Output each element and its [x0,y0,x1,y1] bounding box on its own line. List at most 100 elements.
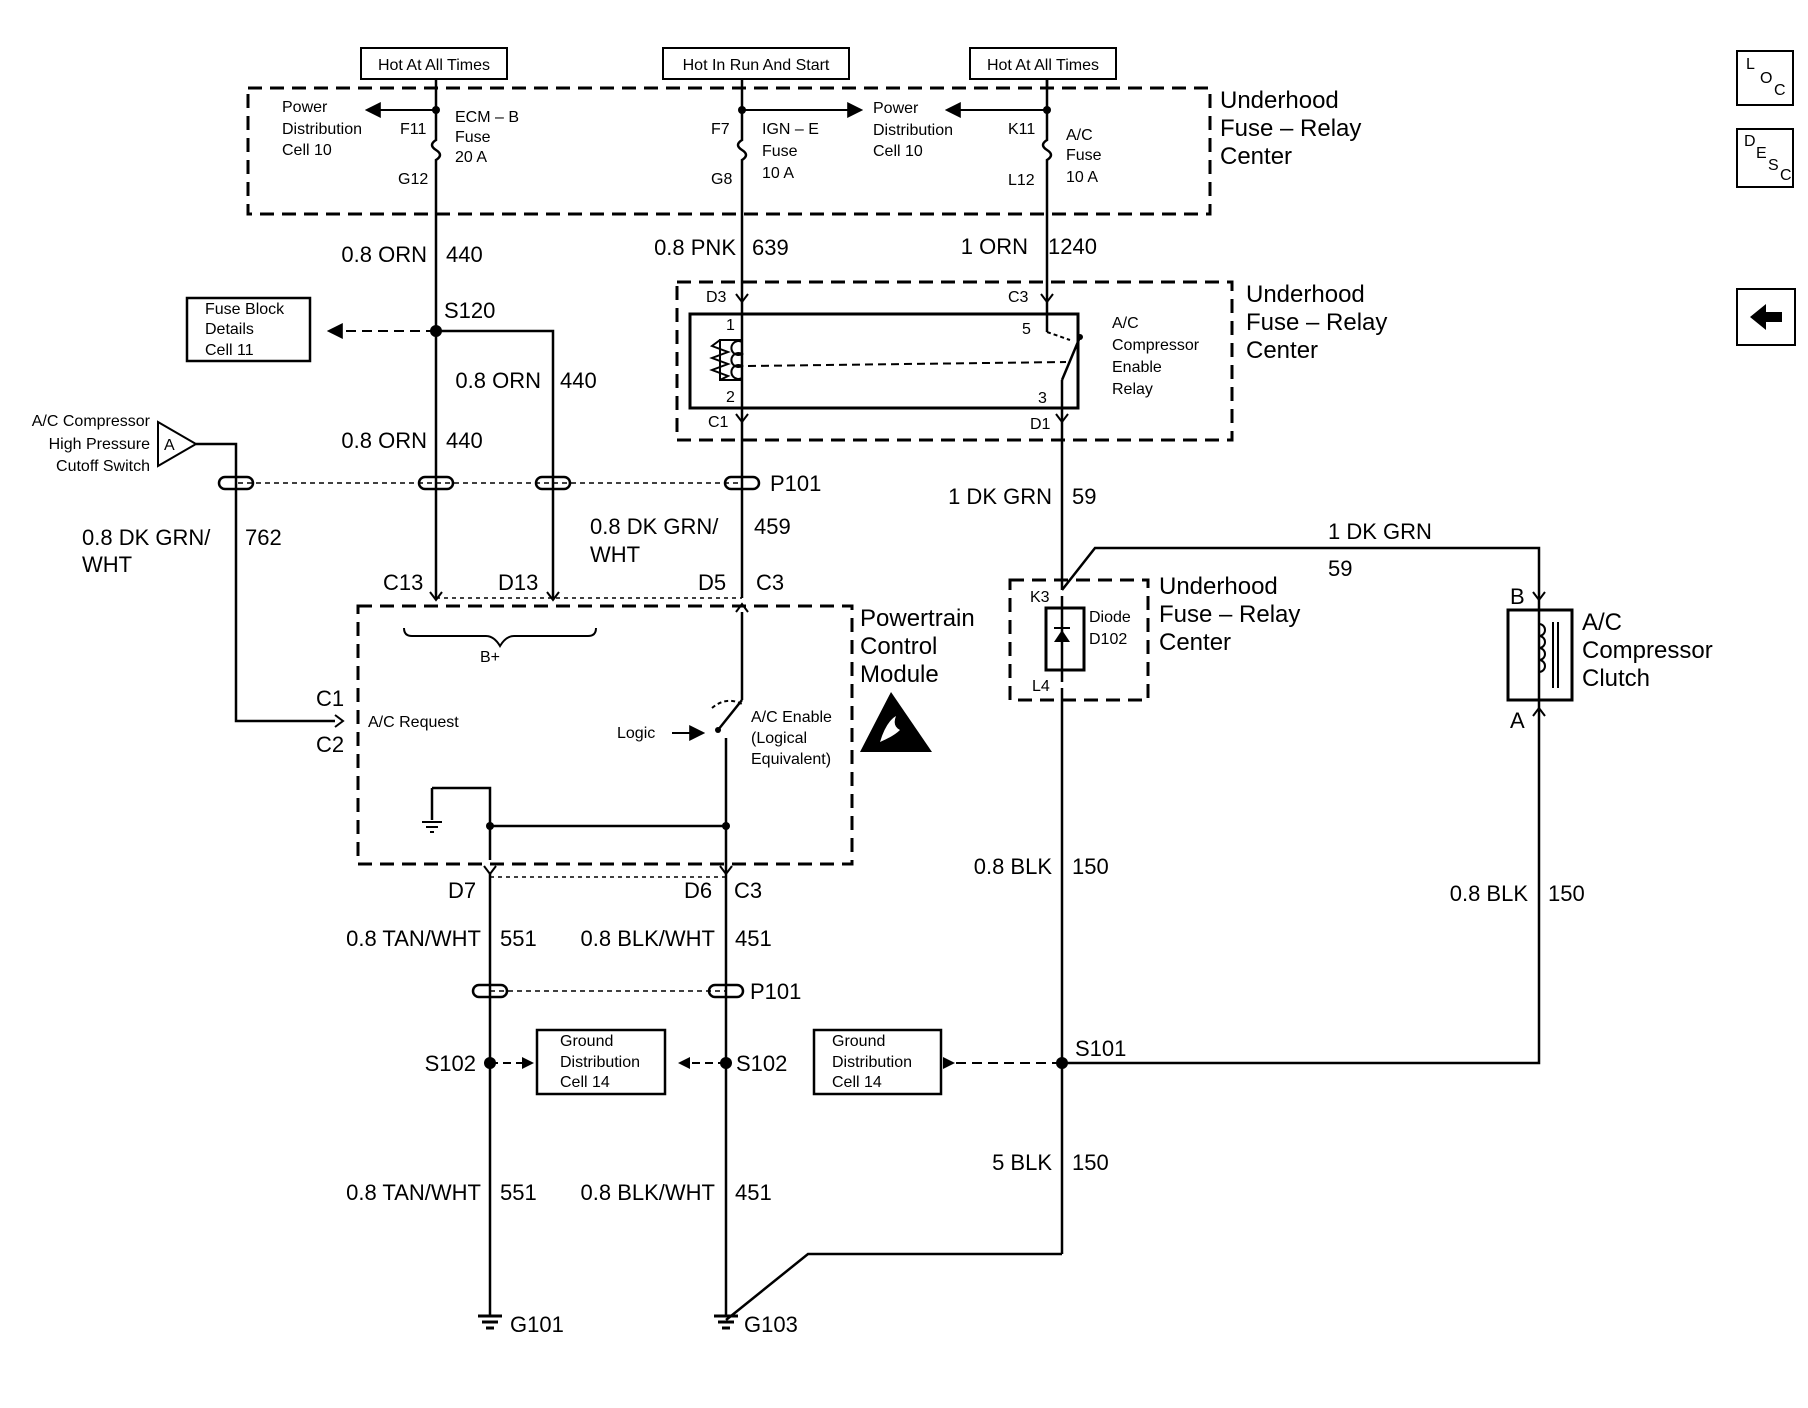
svg-text:F7: F7 [711,121,730,138]
desc-letter-d: D [1744,133,1756,150]
ac-compressor-enable-relay: D3 C3 C1 D1 1 2 5 3 A/C Compressor Enabl… [675,280,1387,442]
svg-text:C3: C3 [734,878,762,903]
wire-label-551-b: 0.8 TAN/WHT 551 [346,1180,537,1205]
loc-letter-c: C [1774,82,1786,99]
svg-text:K3: K3 [1030,589,1050,606]
svg-text:551: 551 [500,926,537,951]
svg-text:Center: Center [1246,337,1318,364]
svg-text:639: 639 [752,235,789,260]
source-label: Hot At All Times [378,57,490,74]
svg-text:G101: G101 [510,1312,564,1337]
wire-label-59-b: 1 DK GRN 59 [1328,519,1432,581]
description-button[interactable]: D E S C [1736,128,1794,188]
svg-text:10 A: 10 A [1066,169,1098,186]
svg-text:Underhood: Underhood [1159,573,1278,600]
svg-text:Logic: Logic [617,725,655,742]
svg-text:A/C: A/C [1066,127,1093,144]
source-label: Hot In Run And Start [683,57,830,74]
wire-label-150-c: 5 BLK 150 [992,1150,1109,1175]
connector-p101-top [217,475,761,491]
svg-text:A/C: A/C [1112,315,1139,332]
svg-text:0.8 DK GRN/: 0.8 DK GRN/ [590,514,719,539]
svg-text:0.8 TAN/WHT: 0.8 TAN/WHT [346,926,481,951]
svg-text:D7: D7 [448,878,476,903]
svg-text:Relay: Relay [1112,381,1153,398]
wire-label-1240: 1 ORN 1240 [961,234,1097,259]
svg-text:D6: D6 [684,878,712,903]
loc-letter-l: L [1746,56,1755,73]
svg-text:A/C: A/C [1582,609,1622,636]
svg-text:(Logical: (Logical [751,730,807,747]
svg-text:Control: Control [860,633,937,660]
wire-label-150-b: 0.8 BLK 150 [1450,881,1585,906]
pd-right-line3: Cell 10 [873,143,923,160]
wire-label-440-c: 0.8 ORN 440 [341,428,482,453]
svg-text:5: 5 [1022,321,1031,338]
svg-text:Module: Module [860,661,939,688]
center-label-line1: Underhood [1220,87,1339,114]
svg-text:D102: D102 [1089,631,1127,648]
svg-text:0.8 PNK: 0.8 PNK [654,235,736,260]
svg-text:Compressor: Compressor [1112,337,1200,354]
center-label-line3: Center [1220,143,1292,170]
back-button[interactable] [1736,288,1796,346]
left-arrow-icon [1750,304,1782,330]
ref-arrow [943,1057,955,1069]
splice-s101: S101 [1056,1036,1126,1069]
svg-text:150: 150 [1072,854,1109,879]
svg-text:Clutch: Clutch [1582,665,1650,692]
fuse-block-details-ref: Fuse Block Details Cell 11 [185,296,312,363]
svg-text:A/C Enable: A/C Enable [751,709,832,726]
svg-text:C3: C3 [756,570,784,595]
wire-label-551-a: 0.8 TAN/WHT 551 [346,926,537,951]
svg-text:451: 451 [735,1180,772,1205]
svg-text:0.8 ORN: 0.8 ORN [341,428,427,453]
svg-text:B: B [1510,584,1525,609]
powertrain-control-module: Powertrain Control Module B+ A/C Request… [356,604,975,872]
svg-text:C13: C13 [383,570,423,595]
svg-text:0.8 BLK: 0.8 BLK [974,854,1053,879]
svg-text:Underhood: Underhood [1246,281,1365,308]
svg-text:B+: B+ [480,649,500,666]
desc-letter-s: S [1768,157,1779,174]
splice-s120: S120 [430,298,495,337]
location-button[interactable]: L O C [1736,50,1794,106]
source-hot-at-all-times-left: Hot At All Times [360,47,508,80]
svg-text:Compressor: Compressor [1582,637,1713,664]
source-hot-in-run-and-start: Hot In Run And Start [662,47,850,80]
ref-arrow [678,1057,690,1069]
desc-letter-c: C [1780,167,1792,184]
svg-text:551: 551 [500,1180,537,1205]
svg-text:L4: L4 [1032,678,1050,695]
svg-text:Diode: Diode [1089,609,1131,626]
wire-label-459: 0.8 DK GRN/ WHT 459 [590,514,791,567]
svg-text:0.8 ORN: 0.8 ORN [455,368,541,393]
svg-text:0.8 BLK/WHT: 0.8 BLK/WHT [581,1180,715,1205]
svg-text:762: 762 [245,525,282,550]
svg-text:150: 150 [1072,1150,1109,1175]
ground-distribution-ref-left: Ground Distribution Cell 14 [535,1028,667,1096]
svg-text:G103: G103 [744,1312,798,1337]
svg-text:Ground: Ground [832,1033,885,1050]
connector-p101-top-label: P101 [770,471,821,496]
svg-text:Enable: Enable [1112,359,1162,376]
fuse-ac: K11 L12 A/C Fuse 10 A [1008,79,1102,214]
fuse-ign-e: F7 G8 IGN – E Fuse 10 A [711,79,819,214]
svg-text:1240: 1240 [1048,234,1097,259]
ac-high-pressure-cutoff-switch: A/C Compressor High Pressure Cutoff Swit… [32,413,198,475]
svg-text:L12: L12 [1008,172,1035,189]
svg-text:Ground: Ground [560,1033,613,1050]
desc-letter-e: E [1756,145,1767,162]
svg-text:1 DK GRN: 1 DK GRN [1328,519,1432,544]
wire-label-639: 0.8 PNK 639 [654,235,789,260]
svg-text:10 A: 10 A [762,165,794,182]
svg-text:59: 59 [1328,556,1352,581]
loc-letter-o: O [1760,70,1773,87]
connector-p101-bottom-label: P101 [750,979,801,1004]
svg-text:Cell 14: Cell 14 [832,1074,882,1091]
center-label-line2: Fuse – Relay [1220,115,1361,142]
svg-text:Center: Center [1159,629,1231,656]
wire-label-440-a: 0.8 ORN 440 [341,242,482,267]
splice-s102-right: S102 [720,1051,787,1076]
